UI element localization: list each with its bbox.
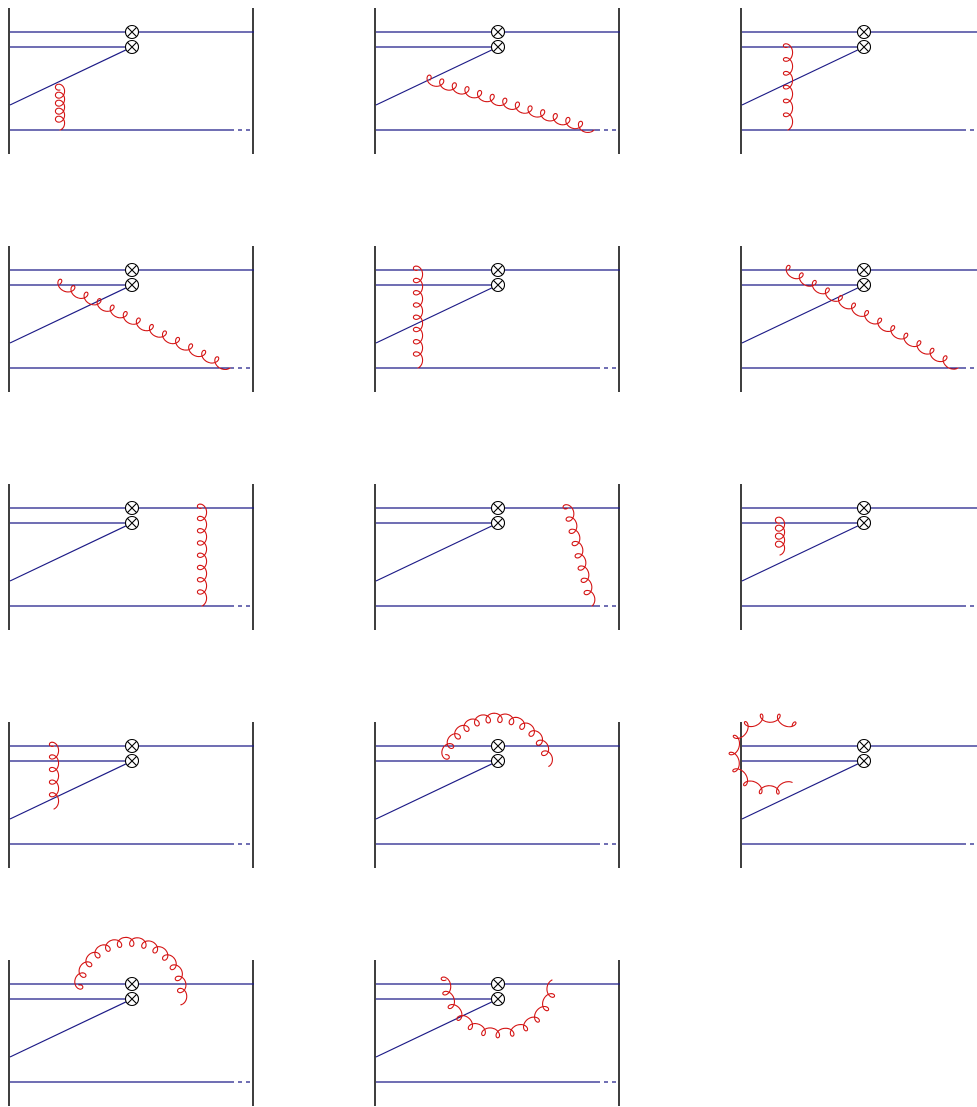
gluon-line	[774, 516, 786, 556]
operator-vertex-top-icon	[490, 262, 506, 278]
feynman-diagram-13	[8, 936, 254, 1106]
operator-vertex-bottom-icon	[856, 39, 872, 55]
operator-vertex-top-icon	[490, 738, 506, 754]
gluon-line	[440, 976, 556, 1039]
quark-line-diagonal	[741, 284, 865, 344]
operator-vertex-top-icon	[490, 24, 506, 40]
quark-line-diagonal	[741, 522, 865, 582]
gluon-line	[74, 936, 188, 1006]
quark-line-diagonal	[741, 760, 865, 820]
operator-vertex-bottom-icon	[124, 991, 140, 1007]
quark-line-diagonal	[9, 998, 133, 1058]
operator-vertex-bottom-icon	[490, 39, 506, 55]
feynman-diagram-1	[8, 8, 254, 154]
gluon-line	[54, 83, 66, 131]
quark-line-diagonal	[375, 46, 499, 106]
quark-line-diagonal	[9, 522, 133, 582]
operator-vertex-bottom-icon	[490, 991, 506, 1007]
quark-line-diagonal	[375, 998, 499, 1058]
operator-vertex-bottom-icon	[490, 277, 506, 293]
gluon-line	[782, 43, 794, 131]
gluon-line	[196, 503, 208, 607]
quark-line-diagonal	[375, 284, 499, 344]
operator-vertex-top-icon	[124, 976, 140, 992]
gluon-line	[412, 265, 424, 369]
operator-vertex-top-icon	[124, 24, 140, 40]
gluon-line	[48, 741, 60, 810]
feynman-diagram-11	[374, 712, 620, 868]
feynman-diagram-6	[740, 246, 977, 392]
operator-vertex-top-icon	[856, 500, 872, 516]
operator-vertex-bottom-icon	[856, 753, 872, 769]
gluon-line	[441, 712, 553, 767]
operator-vertex-bottom-icon	[124, 515, 140, 531]
quark-line-diagonal	[375, 522, 499, 582]
operator-vertex-bottom-icon	[856, 277, 872, 293]
feynman-diagram-5	[374, 246, 620, 392]
quark-line-diagonal	[375, 760, 499, 820]
operator-vertex-top-icon	[124, 262, 140, 278]
feynman-diagram-8	[374, 484, 620, 630]
feynman-diagram-10	[8, 722, 254, 868]
operator-vertex-top-icon	[124, 500, 140, 516]
feynman-diagram-2	[374, 8, 620, 154]
operator-vertex-top-icon	[490, 500, 506, 516]
operator-vertex-bottom-icon	[856, 515, 872, 531]
gluon-line	[426, 74, 595, 134]
operator-vertex-top-icon	[124, 738, 140, 754]
feynman-diagram-9	[740, 484, 977, 630]
operator-vertex-top-icon	[856, 738, 872, 754]
operator-vertex-bottom-icon	[124, 277, 140, 293]
quark-line-diagonal	[9, 46, 133, 106]
operator-vertex-top-icon	[856, 262, 872, 278]
gluon-line	[785, 264, 959, 370]
quark-line-diagonal	[9, 760, 133, 820]
gluon-line	[57, 278, 231, 371]
feynman-diagram-14	[374, 960, 620, 1106]
operator-vertex-top-icon	[490, 976, 506, 992]
operator-vertex-bottom-icon	[490, 753, 506, 769]
operator-vertex-bottom-icon	[124, 39, 140, 55]
gluon-line	[728, 713, 797, 795]
quark-line-diagonal	[9, 284, 133, 344]
feynman-diagram-7	[8, 484, 254, 630]
operator-vertex-top-icon	[856, 24, 872, 40]
feynman-diagram-4	[8, 246, 254, 392]
operator-vertex-bottom-icon	[490, 515, 506, 531]
quark-line-diagonal	[741, 46, 865, 106]
gluon-line	[562, 504, 596, 607]
feynman-diagram-3	[740, 8, 977, 154]
feynman-diagram-12	[728, 713, 977, 868]
operator-vertex-bottom-icon	[124, 753, 140, 769]
